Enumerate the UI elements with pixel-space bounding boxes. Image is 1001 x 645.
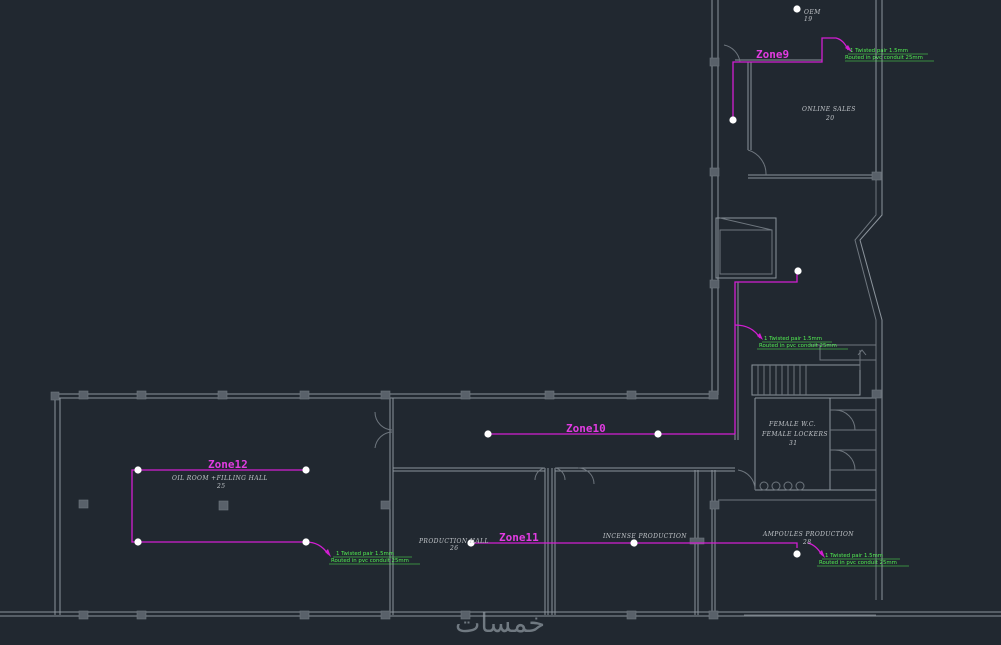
cable-note-zone10-line1: 1 Twisted pair 1.5mm [764, 336, 822, 342]
room-name-ampoules: AMPOULES PRODUCTION [762, 531, 854, 538]
zone12-label: Zone12 [208, 458, 248, 471]
watermark-logo: خمسات [455, 608, 545, 639]
room-number-top: 19 [804, 16, 812, 23]
cable-note-zone12-line1: 1 Twisted pair 1.5mm [336, 551, 394, 557]
room-name-incense: INCENSE PRODUCTION [602, 533, 687, 540]
zone10-label: Zone10 [566, 422, 606, 435]
room-number-online-sales: 20 [825, 115, 834, 122]
cable-notes: 1 Twisted pair 1.5mm Routed in pvc condu… [329, 48, 934, 567]
room-number-production-hall: 26 [449, 545, 458, 552]
room-number-female: 31 [789, 440, 797, 447]
room-name-female-lockers: FEMALE LOCKERS [761, 431, 828, 438]
zone12-wiring [131, 466, 331, 557]
zone9-label: Zone9 [756, 48, 789, 61]
cable-note-zone11-line2: Routed in pvc conduit 25mm [819, 560, 897, 566]
room-name-online-sales: ONLINE SALES [802, 106, 856, 113]
cable-note-zone10-line2: Routed in pvc conduit 25mm [759, 343, 837, 349]
zone10-wiring [484, 267, 802, 438]
room-name-top: OEM [804, 9, 821, 16]
cable-note-zone9-line1: 1 Twisted pair 1.5mm [850, 48, 908, 54]
stairs [751, 344, 876, 396]
building-walls [0, 0, 1001, 617]
cable-note-zone11-line1: 1 Twisted pair 1.5mm [825, 553, 883, 559]
zone11-label: Zone11 [499, 531, 539, 544]
room-number-oil-room: 25 [216, 483, 225, 490]
room-name-production-hall: PRODUCTION HALL [418, 538, 489, 545]
cable-note-zone12-line2: Routed in pvc conduit 25mm [331, 558, 409, 564]
zone11-wiring [467, 539, 825, 558]
room-number-ampoules: 28 [802, 539, 811, 546]
columns [50, 57, 882, 620]
room-labels: OEM 19 ONLINE SALES 20 OIL ROOM +FILLING… [172, 9, 856, 552]
zone9-wiring [729, 5, 852, 124]
zone-labels: Zone9 Zone10 Zone11 Zone12 [208, 48, 789, 544]
cable-note-zone9-line2: Routed in pvc conduit 25mm [845, 55, 923, 61]
room-name-oil-room: OIL ROOM +FILLING HALL [172, 475, 268, 482]
room-name-female-wc: FEMALE W.C. [768, 421, 816, 428]
